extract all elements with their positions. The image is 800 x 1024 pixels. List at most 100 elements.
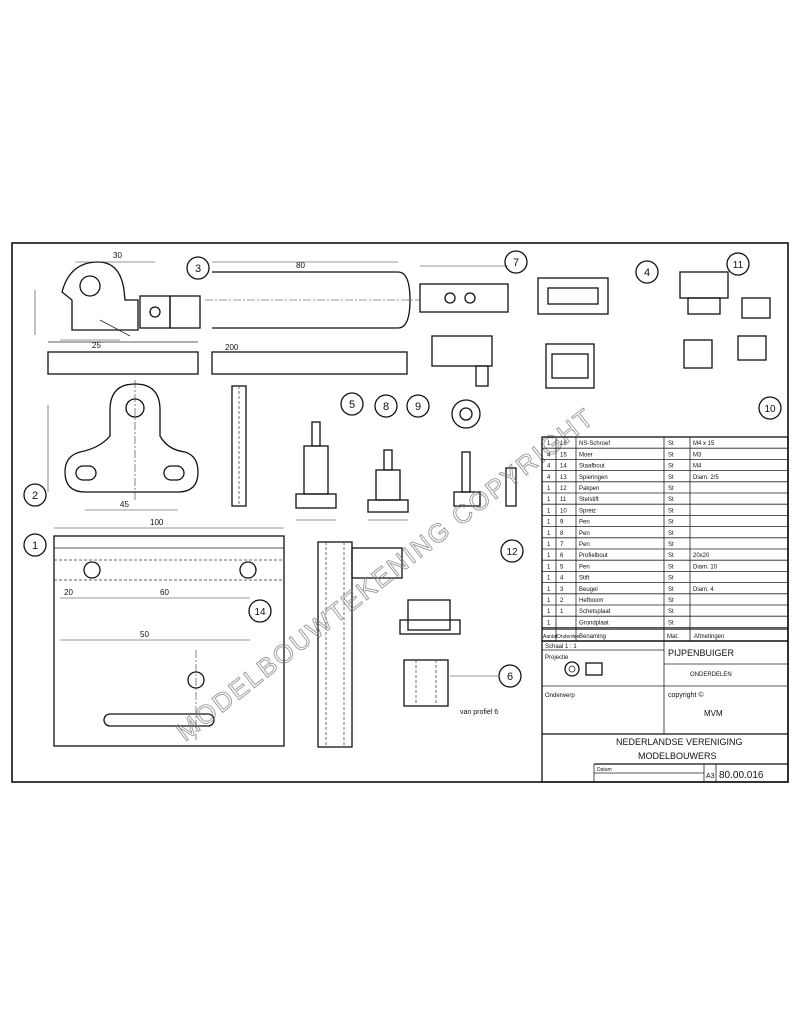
parts-list-cell-part: 11 <box>560 497 567 503</box>
part-2-lever-drawing <box>47 380 247 511</box>
svg-text:8: 8 <box>383 401 389 413</box>
callout-3: 3 <box>186 256 210 280</box>
callout-7: 7 <box>504 250 528 274</box>
parts-list-cell-name: Stelstift <box>579 497 599 503</box>
scale-label: Schaal 1 : 1 <box>545 644 577 650</box>
parts-list-cell-mat: St <box>668 452 674 458</box>
parts-list-cell-part: 9 <box>560 520 564 526</box>
parts-list-cell-qty: 1 <box>547 620 551 626</box>
svg-text:7: 7 <box>513 257 519 269</box>
svg-text:2: 2 <box>32 490 38 502</box>
dim-30: 30 <box>113 251 122 260</box>
parts-list-cell-name: Pen <box>579 531 590 537</box>
parts-list-cell-qty: 1 <box>547 598 551 604</box>
callout-8: 8 <box>374 394 398 418</box>
parts-list-cell-name: Schetsplaat <box>579 609 611 615</box>
dim-50: 50 <box>140 630 149 639</box>
parts-list-header-part: Onderdeel <box>557 634 580 640</box>
parts-list-cell-part: 2 <box>560 598 564 604</box>
parts-list-header-dim: Afmetingen <box>694 634 724 640</box>
parts-list-cell-qty: 1 <box>547 542 551 548</box>
callout-5: 5 <box>340 392 364 416</box>
projection-label: Projectie <box>545 655 569 661</box>
dim-20: 20 <box>64 588 73 597</box>
parts-list-cell-mat: St <box>668 531 674 537</box>
parts-list-cell-mat: St <box>668 520 674 526</box>
dim-100: 100 <box>150 518 164 527</box>
dim-80: 80 <box>296 261 305 270</box>
parts-7-4-11-10-drawing <box>419 265 771 429</box>
parts-list-cell-name: Spreiz <box>579 508 596 514</box>
parts-list-cell-name: Pakpen <box>579 486 599 492</box>
parts-list-cell-mat: St <box>668 587 674 593</box>
parts-list-cell-name: Staafbout <box>579 464 605 470</box>
parts-list-cell-mat: St <box>668 441 674 447</box>
parts-list-cell-qty: 1 <box>547 486 551 492</box>
parts-list-cell-name: Beugel <box>579 587 598 593</box>
parts-list-cell-name: Grondplaat <box>579 620 609 626</box>
parts-list-cell-mat: St <box>668 464 674 470</box>
parts-list-cell-mat: St <box>668 508 674 514</box>
parts-list-cell-qty: 4 <box>547 475 551 481</box>
parts-list-cell-qty: 1 <box>547 564 551 570</box>
parts-list-cell-qty: 1 <box>547 531 551 537</box>
parts-list-cell-name: Pen <box>579 564 590 570</box>
parts-list-cell-name: Profielbout <box>579 553 608 559</box>
parts-list-cell-mat: St <box>668 497 674 503</box>
parts-list-cell-part: 14 <box>560 464 567 470</box>
parts-list-cell-part: 3 <box>560 587 564 593</box>
parts-list-cell-name: Moer <box>579 452 593 458</box>
parts-list-cell-name: Hefboom <box>579 598 603 604</box>
parts-list-header-name: Benaming <box>579 634 606 640</box>
parts-list-cell-qty: 1 <box>547 441 551 447</box>
parts-list-cell-qty: 1 <box>547 508 551 514</box>
parts-list-cell-part: 7 <box>560 542 564 548</box>
parts-list-cell-qty: 4 <box>547 452 551 458</box>
callout-1: 1 <box>23 533 47 557</box>
part-1-base-plate-drawing <box>53 527 403 748</box>
svg-text:6: 6 <box>507 671 513 683</box>
parts-list-header-qty: Aantal <box>543 634 557 640</box>
svg-text:11: 11 <box>733 260 744 271</box>
mvm-label: MVM <box>704 709 723 718</box>
parts-list-cell-mat: St <box>668 486 674 492</box>
dim-45: 45 <box>120 500 129 509</box>
copyright-label: copyright © <box>668 691 704 699</box>
parts-list-cell-qty: 1 <box>547 576 551 582</box>
callout-9: 9 <box>406 394 430 418</box>
svg-text:4: 4 <box>644 267 650 279</box>
drawing-title: PIJPENBUIGER <box>668 648 735 658</box>
parts-list-cell-part: 15 <box>560 452 567 458</box>
parts-list-cell-qty: 1 <box>547 497 551 503</box>
parts-list-cell-part: 6 <box>560 553 564 559</box>
parts-list-cell-mat: St <box>668 553 674 559</box>
parts-list-header-mat: Mat. <box>667 634 679 640</box>
parts-list-cell-dim: Diam. 2/5 <box>693 475 719 481</box>
parts-list-cell-name: Spieringen <box>579 475 608 481</box>
pins-5-8-9-12-drawing <box>295 421 517 521</box>
title-block <box>541 640 789 783</box>
dim-60: 60 <box>160 588 169 597</box>
parts-list-cell-qty: 1 <box>547 587 551 593</box>
parts-list-cell-part: 13 <box>560 475 567 481</box>
parts-list-cell-dim: Diam. 4 <box>693 587 714 593</box>
parts-list-cell-mat: St <box>668 598 674 604</box>
parts-list-cell-dim: M4 x 15 <box>693 441 715 447</box>
parts-list-cell-dim: 20x20 <box>693 553 710 559</box>
callout-14: 14 <box>248 599 272 623</box>
profile-note: van profiel 6 <box>460 709 498 716</box>
format-label: A3 <box>706 773 715 780</box>
parts-list-cell-dim: M4 <box>693 464 702 470</box>
org-line-1: NEDERLANDSE VERENIGING <box>616 737 743 747</box>
svg-text:9: 9 <box>415 401 421 413</box>
part-3-bracket-drawing <box>34 261 420 375</box>
dim-25: 25 <box>92 341 101 350</box>
callout-10: 10 <box>758 396 782 420</box>
parts-list-cell-part: 1 <box>560 609 564 615</box>
callout-11: 11 <box>726 252 750 276</box>
parts-list-cell-name: Pen <box>579 520 590 526</box>
parts-list-cell-mat: St <box>668 609 674 615</box>
parts-list-cell-part: 4 <box>560 576 564 582</box>
date-label: Datum <box>597 767 612 773</box>
parts-list-cell-part: 10 <box>560 508 567 514</box>
